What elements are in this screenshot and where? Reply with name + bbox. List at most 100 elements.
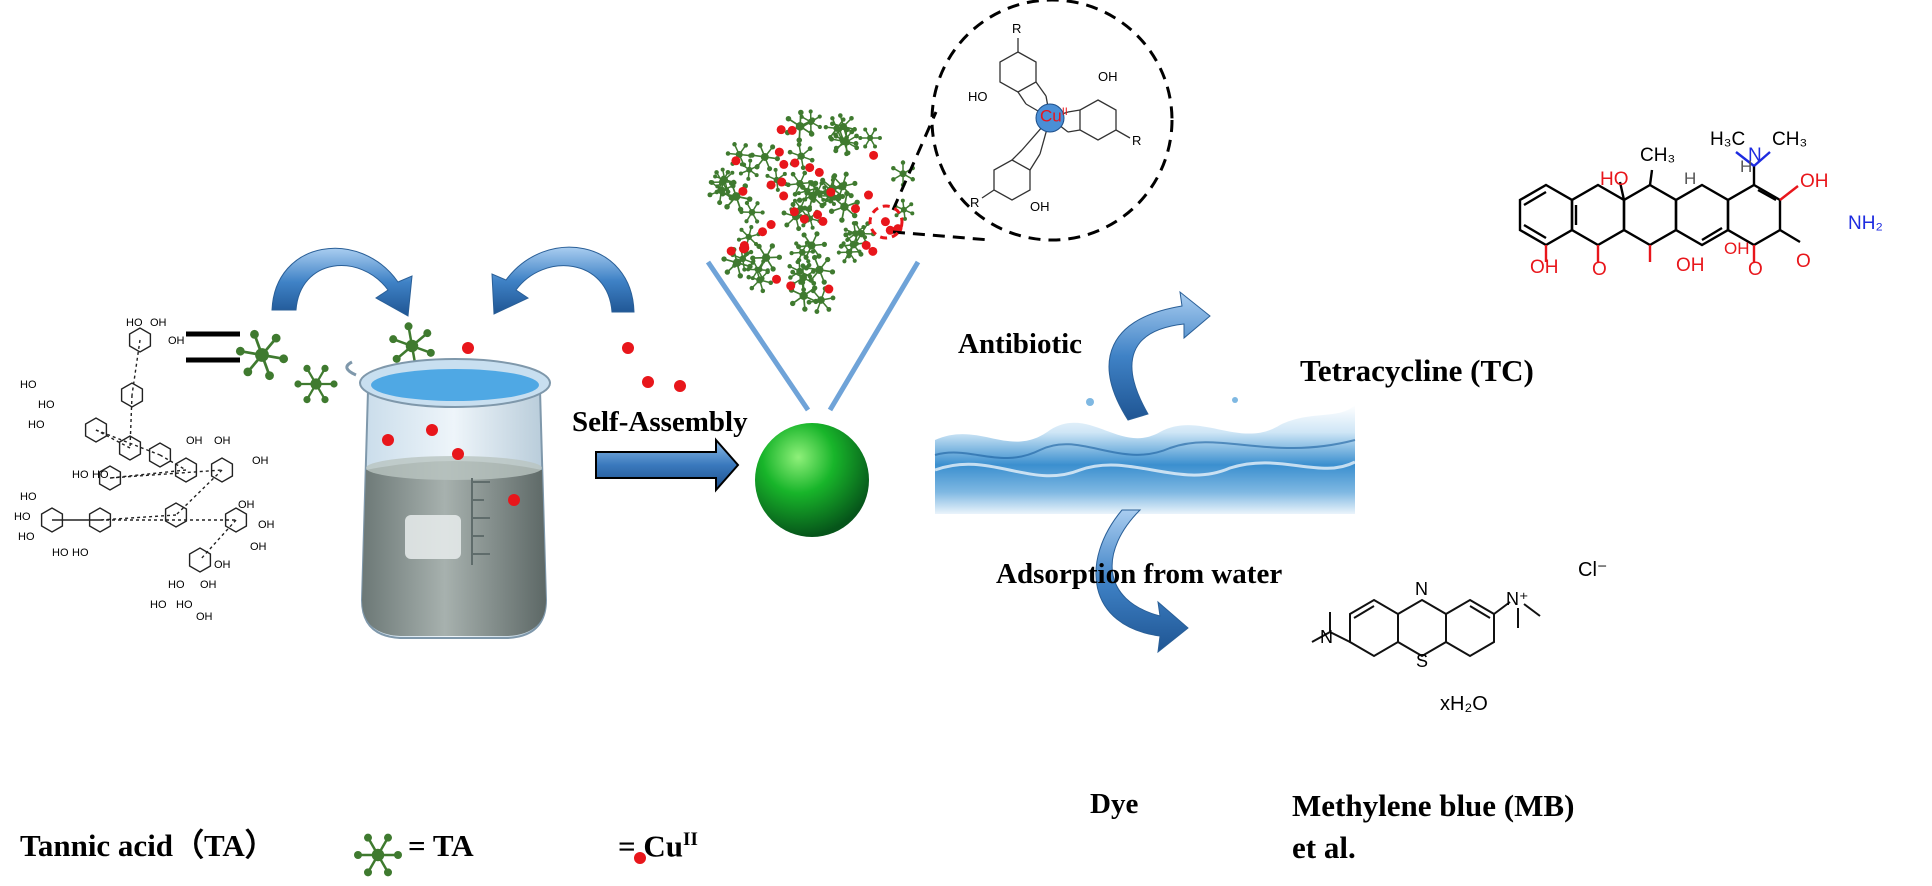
- ta-node: [235, 346, 245, 356]
- network-cu-ion: [869, 150, 879, 160]
- ta-node: [829, 269, 836, 275]
- ta-node: [796, 137, 803, 143]
- network-cu-ion: [789, 207, 799, 217]
- ta-node: [749, 225, 754, 230]
- ta-node: [823, 124, 829, 130]
- ta-node: [739, 209, 744, 215]
- ta-node: [822, 185, 827, 190]
- ta-node: [799, 279, 806, 286]
- ta-bond: [95, 429, 161, 456]
- ta-node: [769, 243, 775, 249]
- tc-h-1: H: [1684, 169, 1697, 188]
- ta-node: [851, 212, 858, 219]
- network-cu-ion: [826, 187, 836, 197]
- ta-node: [384, 833, 392, 842]
- ta-star: [708, 169, 736, 195]
- ta-node: [900, 198, 905, 203]
- tc-o-3: O: [1796, 251, 1811, 272]
- mb-n-plus: N⁺: [1506, 589, 1529, 609]
- ta-node: [796, 197, 803, 203]
- ta-star: [738, 158, 760, 181]
- network-cu-ion: [824, 284, 834, 294]
- ta-node: [321, 364, 329, 373]
- tc-nh2: NH₂: [1848, 213, 1883, 234]
- ta-node: [910, 211, 915, 216]
- ta-node: [831, 174, 837, 180]
- ta-node: [321, 395, 329, 404]
- ta-node: [303, 364, 311, 373]
- ta-node: [854, 199, 860, 206]
- ta-star: [796, 180, 828, 213]
- ta-node: [854, 241, 859, 246]
- cu-ion: [382, 434, 394, 446]
- ta-oh-label: OH: [252, 455, 269, 467]
- ta-node: [843, 232, 849, 238]
- adsorption-label: Adsorption from water: [996, 558, 1283, 590]
- ta-star: [235, 329, 289, 381]
- ta-node: [724, 203, 730, 210]
- ta-oh-label: HO: [38, 399, 55, 411]
- ta-core: [838, 182, 847, 191]
- ta-star: [721, 246, 753, 279]
- ta-oh-label: OH: [250, 541, 267, 553]
- ta-star: [893, 198, 915, 221]
- network-cu-ion: [766, 180, 776, 190]
- ta-node: [754, 173, 759, 178]
- ta-node: [801, 232, 807, 238]
- ta-oh-label: HO: [176, 599, 193, 611]
- ta-node: [755, 164, 760, 169]
- ta-ring: [224, 507, 248, 533]
- antibiotic-label: Antibiotic: [958, 328, 1083, 360]
- ta-oh-label: OH: [200, 579, 217, 591]
- ta-node: [810, 225, 815, 230]
- ta-core: [310, 378, 322, 390]
- cu-ion: [508, 494, 520, 506]
- ta-node: [784, 222, 790, 228]
- curved-arrow-left: [271, 247, 413, 317]
- ta-node: [785, 115, 792, 122]
- antibiotic-arrow: [1108, 290, 1211, 421]
- ta-node: [852, 180, 858, 187]
- tc-oh-1: OH: [1800, 171, 1829, 192]
- ta-node: [394, 851, 402, 859]
- ta-core: [795, 122, 805, 131]
- ta-node: [849, 129, 855, 135]
- ta-node: [746, 176, 751, 181]
- ta-node: [863, 144, 868, 149]
- ta-oh-label: HO: [126, 317, 143, 329]
- ta-ring: [188, 547, 212, 573]
- cu-ion: [642, 376, 654, 388]
- mb-n: N: [1415, 579, 1428, 599]
- ta-node: [765, 268, 770, 273]
- ta-node: [806, 206, 813, 213]
- ta-node: [806, 299, 812, 305]
- ta-core: [255, 348, 269, 362]
- et-al-label: et al.: [1292, 830, 1356, 865]
- ta-star: [746, 259, 770, 281]
- ta-node: [809, 117, 816, 123]
- ta-node: [806, 259, 811, 264]
- ta-core: [799, 291, 808, 300]
- ta-star: [739, 200, 765, 224]
- ta-node: [782, 171, 787, 176]
- ta-node: [796, 226, 802, 232]
- ta-node: [739, 227, 744, 232]
- ta-node: [854, 133, 859, 139]
- ta-star: [749, 142, 780, 172]
- ta-node: [873, 144, 878, 149]
- nanosphere: [755, 423, 869, 537]
- ta-node: [821, 197, 826, 202]
- ta-core: [840, 202, 849, 212]
- ta-node: [760, 288, 766, 294]
- ta-node: [279, 354, 289, 364]
- ta-core: [900, 206, 907, 213]
- ta-node: [910, 177, 915, 182]
- ta-node: [808, 277, 814, 283]
- ta-node: [721, 256, 727, 262]
- ta-node: [714, 170, 719, 175]
- network-cu-ion: [863, 190, 873, 200]
- ta-node: [761, 259, 766, 264]
- ta-oh-label: HO: [18, 531, 35, 543]
- ta-node: [330, 380, 338, 388]
